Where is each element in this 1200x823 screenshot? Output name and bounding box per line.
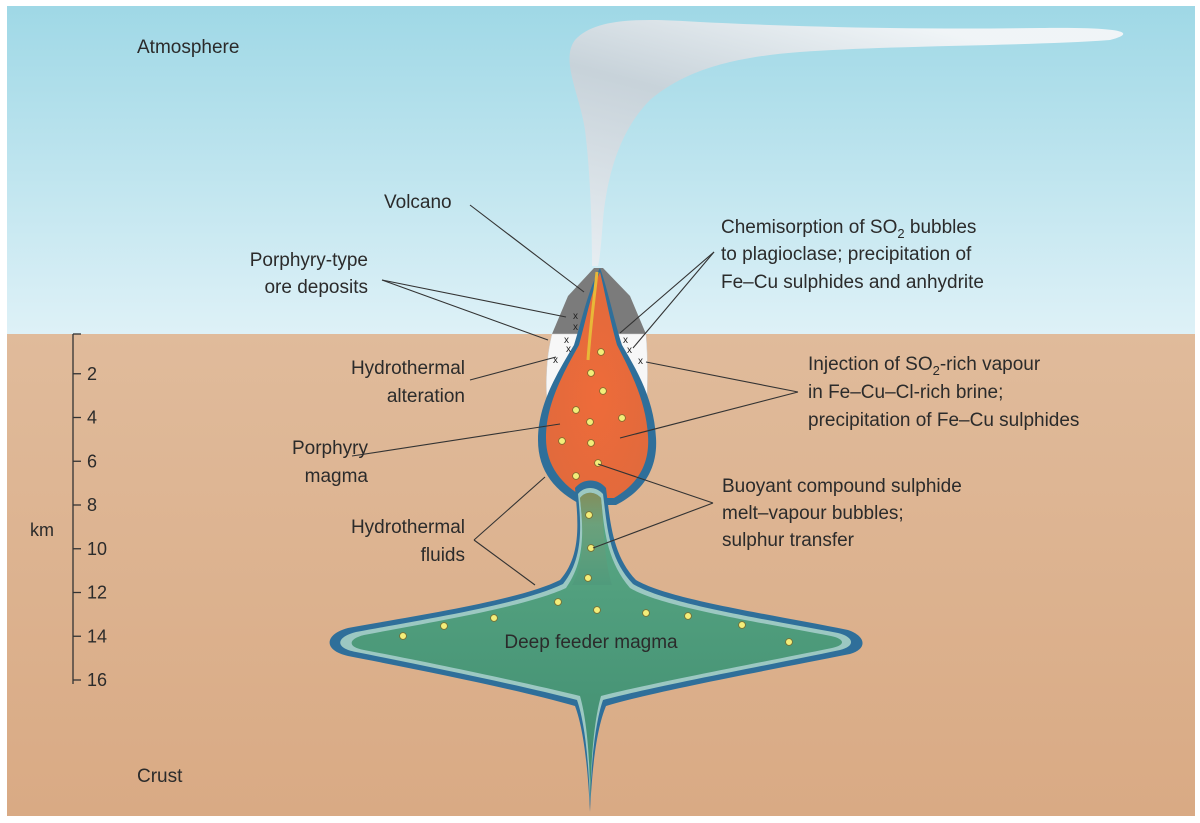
porphyry-magma-body [546,272,649,498]
hydrothermal-fluids-label-2: fluids [421,545,465,566]
crust-label: Crust [137,766,183,787]
svg-text:x: x [623,335,628,346]
depth-tick-label-2: 2 [87,364,97,384]
deep-feeder-magma-label: Deep feeder magma [504,632,678,653]
depth-tick-label-14: 14 [87,626,107,646]
chemisorption-label-3: Fe–Cu sulphides and anhydrite [721,272,984,293]
chemisorption-label-2: to plagioclase; precipitation of [721,244,972,265]
svg-text:x: x [564,335,569,346]
leader-lines [351,204,799,586]
buoyant-label-2: melt–vapour bubbles; [722,503,904,524]
injection-label-2: in Fe–Cu–Cl-rich brine; [808,382,1003,403]
buoyant-label-3: sulphur transfer [722,530,855,551]
injection-label-1: Injection of SO2-rich vapour [808,354,1041,378]
depth-tick-label-8: 8 [87,495,97,515]
buoyant-label-1: Buoyant compound sulphide [722,476,962,497]
depth-ticks: 2 4 6 8 10 12 14 16 [73,364,107,690]
porphyry-ore-label-1: Porphyry-type [250,250,368,271]
volcanic-plume [569,19,1124,266]
svg-text:x: x [627,345,632,356]
porphyry-magma-label-1: Porphyry [292,438,369,459]
porphyry-magma-label-2: magma [305,466,369,487]
svg-text:x: x [566,344,571,355]
chemisorption-label-1: Chemisorption of SO2 bubbles [721,217,976,241]
depth-tick-label-6: 6 [87,451,97,471]
depth-tick-label-12: 12 [87,583,107,603]
bubbles [399,348,793,646]
depth-tick-label-16: 16 [87,670,107,690]
injection-label-3: precipitation of Fe–Cu sulphides [808,410,1079,431]
vent-conduit [586,271,599,361]
hydrothermal-alteration-label-2: alteration [387,386,465,407]
depth-tick-label-10: 10 [87,539,107,559]
svg-text:x: x [638,356,643,367]
porphyry-ore-label-2: ore deposits [264,277,368,298]
axis-unit-label: km [30,520,54,540]
deep-feeder-magma-body [351,492,843,800]
svg-text:x: x [553,355,558,366]
depth-tick-label-4: 4 [87,408,97,428]
hydrothermal-fluids-label-1: Hydrothermal [351,517,465,538]
svg-text:x: x [573,322,578,333]
svg-text:x: x [573,311,578,322]
hydrothermal-alteration-label-1: Hydrothermal [351,358,465,379]
atmosphere-label: Atmosphere [137,37,239,58]
ore-marks: x x x x x x x x [553,311,643,367]
volcano-label: Volcano [384,192,452,213]
depth-axis: 2 4 6 8 10 12 14 16 km [30,333,107,690]
feeder-stem [572,492,612,585]
